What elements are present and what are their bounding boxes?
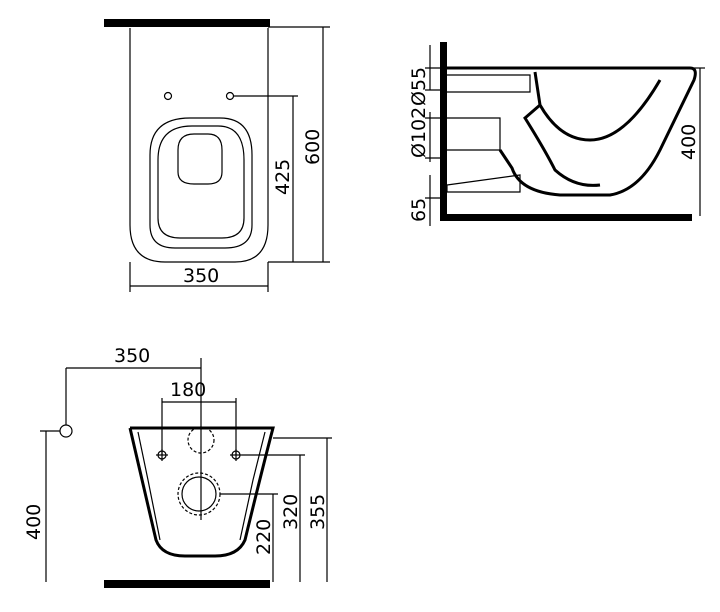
dim-label-600: 600: [302, 129, 324, 165]
outlet-connection: [177, 472, 221, 516]
side-view-inlet-pipe: [447, 74, 531, 93]
side-view-bowl: [533, 71, 662, 142]
top-view-rim: [149, 117, 253, 249]
side-view-wall-vertical: [440, 42, 447, 220]
top-view: 350 425 600: [104, 19, 330, 292]
dim-label-400-rear: 400: [23, 504, 45, 540]
dim-label-355: 355: [307, 494, 329, 530]
rear-view-outline: [128, 426, 275, 558]
side-view-outer-body: [447, 66, 697, 197]
side-view: Ø55 Ø102 65 400: [408, 42, 705, 226]
dim-label-102: Ø102: [408, 107, 430, 158]
side-view-outlet-pipe: [447, 117, 501, 151]
water-inlet: [59, 424, 73, 438]
bolt-hole-left: [156, 449, 168, 461]
top-view-outline: [129, 28, 269, 263]
side-view-support: [446, 174, 521, 193]
side-view-floor: [440, 214, 692, 221]
dim-label-65: 65: [408, 198, 430, 222]
top-view-inner-rim: [157, 125, 245, 239]
dim-label-350: 350: [183, 265, 219, 287]
side-view-trap: [523, 103, 601, 187]
top-view-wall: [104, 19, 270, 27]
dim-label-55: Ø55: [408, 67, 430, 106]
rear-view-floor: [104, 580, 270, 588]
dim-label-425: 425: [272, 159, 294, 195]
fixing-hole-left: [163, 91, 173, 101]
rear-view: 350 400 180 220 320 355: [23, 345, 332, 588]
rear-view-left-panel: [137, 431, 161, 541]
bolt-hole-right: [230, 449, 242, 461]
rear-view-right-panel: [239, 431, 266, 541]
dim-label-400-side: 400: [678, 124, 700, 160]
dim-label-220: 220: [253, 519, 275, 555]
top-view-bowl-opening: [177, 133, 223, 185]
dim-label-180: 180: [170, 379, 206, 401]
fixing-hole-right: [225, 91, 235, 101]
dim-label-320: 320: [280, 494, 302, 530]
upper-connection: [187, 426, 215, 454]
dim-label-350-offset: 350: [114, 345, 150, 367]
outlet-connection-inner: [181, 476, 217, 512]
